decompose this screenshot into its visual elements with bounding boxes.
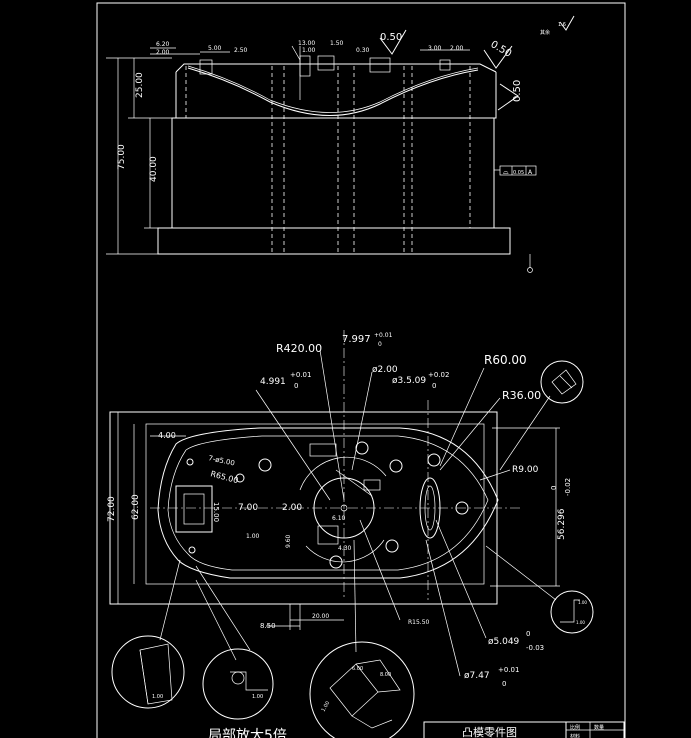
title-block: 凸模零件图 比例 数量 材料 [423,721,625,738]
dim-13-00: 13.00 [298,40,315,47]
dim-72-00: 72.00 [107,496,117,522]
dim-3-00: 3.00 [428,45,442,52]
drawing-border [96,2,626,738]
dim-2-00-b: 2.00 [450,45,464,52]
dim-phi2: ø2.00 [372,365,398,375]
dim-4-991-tol-lo: 0 [294,382,298,390]
roughness-note: 其余 [540,29,550,36]
dim-r65: R65.00 [209,469,239,485]
dim-phi3-tol-lo: 0 [432,382,436,390]
title-cell-material: 材料 [570,733,580,738]
dim-7-997: 7.997 [342,334,371,345]
dim-phi3: ø3.5.09 [392,376,426,386]
det2-dim: 1.00 [252,694,263,700]
roughness-top: 0.50 [380,32,402,43]
dim-75-00: 75.00 [117,144,127,170]
dim-40-00: 40.00 [149,156,159,182]
dim-6-20: 6.20 [156,41,170,48]
dim-6-10: 6.10 [332,515,346,522]
flatness-datum: A [528,169,533,176]
roughness-side: 0.50 [512,80,523,102]
dim-15-00: 15.00 [212,502,220,522]
dim-phi7-47-tol-up: +0.01 [498,666,519,674]
title-cell-scale: 比例 [570,724,580,731]
dim-20-00: 20.00 [312,613,329,620]
dim-r15-50: R15.50 [408,619,430,626]
dim-phi7-47: ø7.47 [464,671,490,681]
dim-56-296-tol-up: 0 [550,486,558,490]
dim-phi5-049: ø5.049 [488,637,520,647]
flatness-value: 0.05 [513,170,524,176]
det3-dim-b: 8.00 [380,672,391,678]
plan-view [109,330,560,677]
dim-phi7-47-tol-lo: 0 [502,680,506,688]
dim-7-997-tol-lo: 0 [378,341,382,348]
dim-56-296: 56.296 [557,508,567,540]
dim-2-00-a: 2.00 [156,49,170,56]
dim-5-00: 5.00 [208,45,222,52]
det4-dim-b: 1.00 [576,620,585,625]
det3-dim-c: 1.00 [321,700,332,713]
front-view-dimensions: 6.20 2.00 5.00 2.50 13.00 1.00 1.50 0.30… [117,22,566,182]
dim-9-60: 9.60 [285,534,292,548]
dim-phi5-049-tol-lo: -0.03 [526,644,544,652]
det3-dim-a: 6.00 [352,666,363,672]
dim-62-00: 62.00 [131,494,141,520]
detail-caption: 局部放大5倍 [208,728,287,738]
dim-7-00: 7.00 [238,503,258,513]
title-cell-qty: 数量 [594,724,604,731]
detail-dimensions: 1.00 1.00 6.00 8.00 1.00 1.00 1.00 [152,600,587,713]
dim-7-997-tol-up: +0.01 [374,332,393,339]
dim-2-50: 2.50 [234,47,248,54]
dim-2-00: 2.00 [282,503,302,513]
dim-1-00: 1.00 [246,533,260,540]
dim-1-50: 1.50 [330,40,344,47]
dim-4-00: 4.00 [158,431,176,440]
roughness-main-value: 1.6 [558,22,566,28]
dim-phi5-049-tol-up: 0 [526,630,530,638]
dim-r9: R9.00 [512,465,539,475]
dim-r420: R420.00 [276,342,322,355]
detail-views [111,360,594,738]
dim-r60: R60.00 [484,353,527,367]
dim-4-991: 4.991 [260,377,286,387]
dim-phi5-pattern: 7-ø5.00 [208,454,236,467]
dim-r36: R36.00 [502,389,541,402]
dim-8-50: 8.50 [260,622,276,630]
dim-0-30: 0.30 [356,47,370,54]
dim-1-00: 1.00 [302,47,316,54]
dim-25-00: 25.00 [135,72,145,98]
title-block-name: 凸模零件图 [462,726,517,738]
dim-4-30: 4.30 [338,545,352,552]
dim-phi3-tol-up: +0.02 [428,371,449,379]
front-view [106,15,575,273]
flatness-symbol: ⌓ [503,168,509,176]
det1-dim: 1.00 [152,694,163,700]
dim-4-991-tol-up: +0.01 [290,371,311,379]
roughness-slant: 0.50 [489,39,514,60]
det4-dim-a: 1.00 [578,600,587,605]
dim-56-296-tol-lo: -0.02 [564,478,572,496]
plan-view-dimensions: R420.00 7.997 +0.01 0 4.991 +0.01 0 ø2.0… [107,332,572,688]
